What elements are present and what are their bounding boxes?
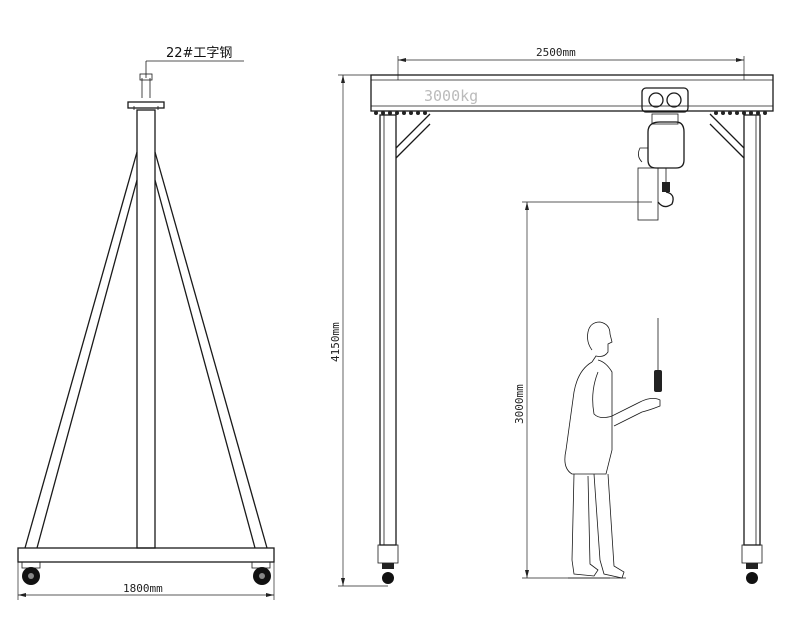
capacity-label: 3000kg: [424, 87, 478, 105]
base-width-dimension: 1800mm: [17, 562, 275, 600]
front-view: 2500mm 3000kg: [329, 46, 774, 587]
operator-figure: [564, 321, 661, 579]
span-dimension: 2500mm: [397, 46, 745, 80]
total-height-dimension: 4150mm: [329, 74, 388, 587]
diagonal-legs: [24, 151, 268, 549]
right-leg: [709, 113, 763, 584]
lift-height-label: 3000mm: [513, 384, 526, 424]
left-caster: [21, 561, 41, 585]
beam-material-label: 22#工字钢: [166, 46, 232, 61]
top-eye-bolt: [127, 73, 165, 110]
span-label: 2500mm: [536, 46, 576, 59]
pendant-controller: [654, 318, 662, 392]
beam-bolts-left: [374, 111, 427, 115]
left-leg: [377, 113, 431, 584]
side-view: 22#工字钢: [17, 46, 275, 600]
base-width-label: 1800mm: [123, 582, 163, 595]
right-caster: [251, 561, 271, 585]
lift-height-dimension: 3000mm: [513, 201, 652, 579]
center-mast: [136, 109, 156, 549]
base-beam: [17, 547, 275, 563]
total-height-label: 4150mm: [329, 322, 342, 362]
beam-bolts-right: [714, 111, 767, 115]
main-beam: 3000kg: [370, 74, 774, 115]
electric-hoist: [637, 87, 689, 221]
